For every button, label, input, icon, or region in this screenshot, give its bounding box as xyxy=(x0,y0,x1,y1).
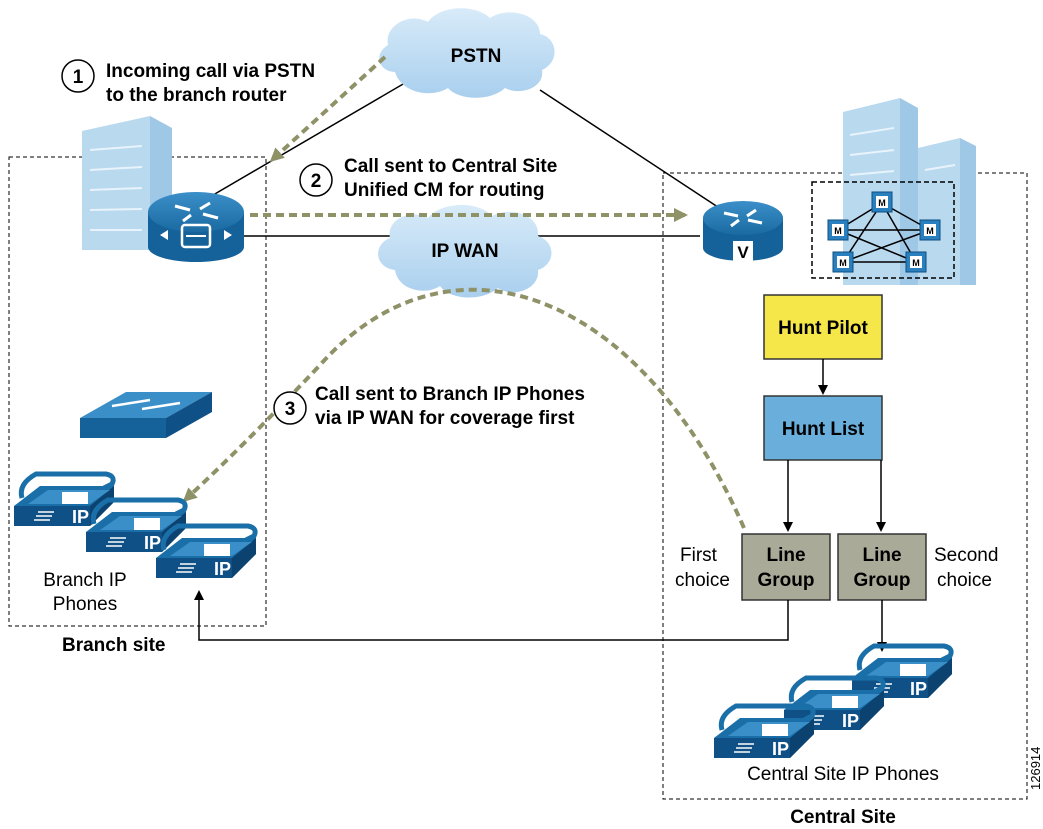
central-gateway-router-icon: V xyxy=(703,201,783,262)
branch-voice-router-icon xyxy=(148,192,244,262)
cm-server-icon: M xyxy=(832,251,854,273)
ip-phone-icon: IP xyxy=(14,471,116,527)
svg-text:Line: Line xyxy=(766,545,805,566)
ip-label: IP xyxy=(910,679,927,699)
branch-switch-icon xyxy=(80,392,212,438)
v-badge: V xyxy=(737,243,749,262)
svg-text:2: 2 xyxy=(311,171,322,192)
svg-text:M: M xyxy=(926,226,934,236)
branch-phones-label: Phones xyxy=(53,594,117,615)
cm-server-icon: M xyxy=(827,219,849,241)
central-site-ip-phones: IP IP IP xyxy=(714,643,954,759)
line-group-1-box: Line Group xyxy=(741,533,831,601)
central-site-label: Central Site xyxy=(790,807,896,828)
ip-label: IP xyxy=(72,507,89,527)
pstn-label: PSTN xyxy=(451,46,502,67)
svg-text:via IP WAN for coverage first: via IP WAN for coverage first xyxy=(315,408,575,429)
svg-text:1: 1 xyxy=(73,67,84,88)
svg-text:Line: Line xyxy=(862,545,901,566)
line-group-2-box: Line Group xyxy=(837,533,927,601)
unified-cm-cluster: M M M M M xyxy=(811,181,955,279)
svg-text:Call sent to Central Site: Call sent to Central Site xyxy=(344,156,557,177)
cm-server-icon: M xyxy=(905,251,927,273)
hunt-pilot-box: Hunt Pilot xyxy=(763,294,883,360)
ip-label: IP xyxy=(214,559,231,579)
svg-text:to the branch router: to the branch router xyxy=(106,85,287,106)
figure-id-label: 126914 xyxy=(1028,747,1043,790)
svg-text:Hunt List: Hunt List xyxy=(782,419,865,440)
svg-text:M: M xyxy=(912,258,920,268)
ipwan-cloud: IP WAN xyxy=(378,204,552,298)
svg-text:M: M xyxy=(839,258,847,268)
second-choice-label: choice xyxy=(937,570,992,591)
branch-ip-phones: IP IP IP xyxy=(14,471,258,579)
svg-text:3: 3 xyxy=(285,399,296,420)
branch-site-label: Branch site xyxy=(62,635,165,656)
ip-phone-icon: IP xyxy=(714,703,816,759)
svg-text:Hunt Pilot: Hunt Pilot xyxy=(778,318,868,339)
ip-label: IP xyxy=(772,739,789,759)
step-2: 2 Call sent to Central Site Unified CM f… xyxy=(299,156,557,201)
ip-label: IP xyxy=(144,533,161,553)
svg-text:M: M xyxy=(878,198,886,208)
cm-server-icon: M xyxy=(919,219,941,241)
svg-text:Group: Group xyxy=(758,570,815,591)
step-3: 3 Call sent to Branch IP Phones via IP W… xyxy=(273,384,585,429)
svg-text:M: M xyxy=(834,226,842,236)
pstn-cloud: PSTN xyxy=(379,8,555,98)
svg-text:Group: Group xyxy=(854,570,911,591)
second-choice-label: Second xyxy=(934,545,998,566)
svg-text:Incoming call via PSTN: Incoming call via PSTN xyxy=(106,61,315,82)
svg-text:Unified CM for routing: Unified CM for routing xyxy=(344,180,545,201)
svg-text:Call sent to Branch IP Phones: Call sent to Branch IP Phones xyxy=(315,384,585,405)
hunt-list-box: Hunt List xyxy=(763,395,883,461)
coverage-return-arrow xyxy=(194,590,789,641)
ip-phone-icon: IP xyxy=(784,675,886,731)
cm-server-icon: M xyxy=(871,191,893,213)
flow-arrow-3 xyxy=(182,287,746,529)
branch-phones-label: Branch IP xyxy=(43,570,126,591)
ip-label: IP xyxy=(842,711,859,731)
first-choice-label: First xyxy=(680,545,718,566)
step-1: 1 Incoming call via PSTN to the branch r… xyxy=(61,59,315,106)
ip-phone-icon: IP xyxy=(156,523,258,579)
ipwan-label: IP WAN xyxy=(431,241,498,262)
central-phones-label: Central Site IP Phones xyxy=(747,764,939,785)
call-flow-arrows xyxy=(182,55,746,529)
ip-phone-icon: IP xyxy=(86,497,188,553)
first-choice-label: choice xyxy=(675,570,730,591)
